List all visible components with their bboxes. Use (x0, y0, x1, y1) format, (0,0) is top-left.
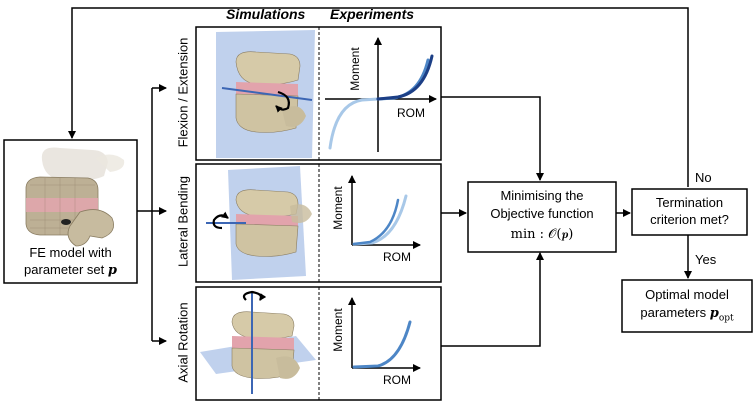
fe-model-vertebra-illustration (25, 147, 125, 247)
objective-box (467, 181, 617, 253)
optimal-text-line1: Optimal model (645, 287, 729, 302)
termination-box (631, 188, 748, 236)
lateral-curve-light (352, 194, 408, 246)
flexion-x-axis-label: ROM (397, 106, 425, 120)
lateral-x-axis-label: ROM (383, 250, 411, 264)
optimal-box (621, 279, 753, 333)
branch-label-no: No (695, 170, 712, 185)
row-label-flexion-extension: Flexion / Extension (175, 37, 191, 148)
optimal-text-line2: parameters popt (640, 305, 734, 324)
axial-curve (352, 320, 412, 369)
row-panel-axial-rotation (195, 286, 442, 401)
flexion-y-axis-label: Moment (348, 47, 362, 91)
termination-text-line1: Termination (655, 195, 724, 210)
axial-x-axis-label: ROM (383, 373, 411, 387)
fe-model-text-line2: parameter set p (24, 262, 117, 278)
axial-y-axis-label: Moment (331, 308, 345, 352)
flexion-curve-dark (376, 54, 434, 101)
lateral-y-axis-label: Moment (331, 186, 345, 230)
objective-formula: min : 𝒪(𝒑) (510, 227, 574, 242)
header-simulations: Simulations (226, 6, 306, 22)
fe-to-rows-connector (137, 84, 167, 345)
fe-model-text-line1: FE model with (29, 245, 112, 260)
objective-text-line2: Objective function (490, 206, 594, 221)
row-panel-flexion-extension (195, 26, 442, 161)
header-experiments: Experiments (330, 6, 415, 22)
rows-to-objective-connectors (441, 96, 544, 347)
feedback-loop-arrow (68, 7, 689, 187)
flexion-curve-light (328, 97, 380, 150)
termination-text-line2: criterion met? (650, 212, 729, 227)
row-panel-lateral-bending (195, 163, 442, 283)
branch-label-yes: Yes (695, 252, 717, 267)
lateral-curve-mid (352, 198, 400, 246)
moment-rom-curves (328, 54, 434, 369)
objective-text-line1: Minimising the (500, 188, 584, 203)
row-label-axial-rotation: Axial Rotation (175, 302, 191, 383)
row-label-lateral-bending: Lateral Bending (175, 175, 191, 268)
